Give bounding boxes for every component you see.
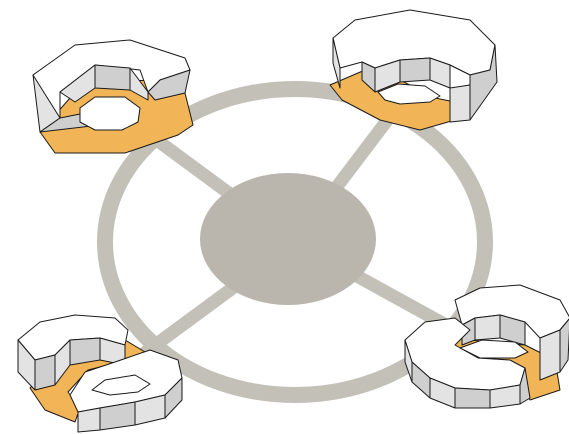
node-bottom-right [404, 284, 569, 409]
c-wall-bottom-right-11 [559, 318, 569, 373]
c-notch-bottom-right [459, 339, 529, 359]
outer-wall-top-right-1 [332, 37, 341, 89]
c-wall-bottom-right-2 [474, 314, 501, 341]
central-hub [200, 173, 376, 305]
node-top-left [32, 39, 194, 154]
hole-top-left [79, 96, 141, 131]
c-wall-bottom-right-8 [454, 387, 491, 409]
c-wall-bottom-left-2 [34, 354, 56, 391]
hub-ring-group [97, 81, 493, 403]
node-bottom-left [17, 314, 183, 433]
wall-top-left-c [147, 69, 191, 101]
c-wall-bottom-right-4 [539, 329, 561, 381]
outer-wall-top-right-3 [449, 84, 471, 123]
c-notch-bottom-left [91, 374, 151, 396]
notch-top-right [377, 83, 441, 105]
inner-wall-top-right-3 [399, 57, 431, 83]
node-top-right [329, 9, 498, 131]
outer-ring [97, 81, 493, 403]
c-wall-bottom-left-4 [69, 337, 101, 366]
inner-wall-top-left-2 [94, 64, 131, 91]
c-wall-bottom-left-9 [164, 377, 183, 419]
inner-wall-top-left-3 [129, 67, 149, 101]
c-wall-bottom-right-3 [499, 314, 526, 346]
c-wall-bottom-right-10 [519, 367, 531, 405]
c-wall-bottom-left-6 [77, 407, 101, 433]
